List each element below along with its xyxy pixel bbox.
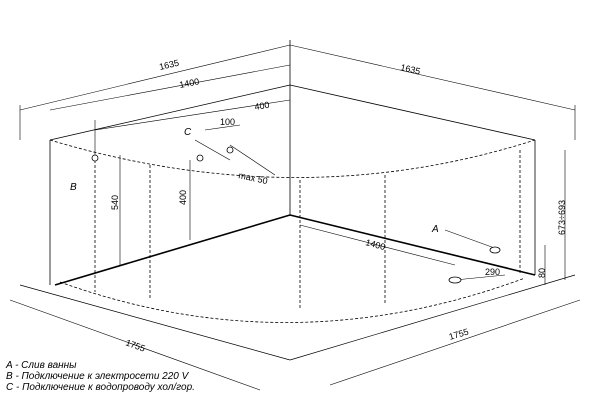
dim-1400-top: 1400 [178, 76, 200, 90]
dim-1755-right: 1755 [448, 326, 470, 341]
marker-b: B [70, 182, 77, 193]
dim-290: 290 [485, 267, 500, 277]
dim-540: 540 [110, 195, 120, 210]
dim-1635-right: 1635 [400, 62, 422, 76]
dim-100-top: 100 [220, 117, 235, 127]
connection-points [91, 146, 501, 284]
legend-c: C - Подключение к водопроводу хол/гор. [6, 382, 195, 393]
marker-c: C [184, 127, 192, 138]
dim-1635-left: 1635 [158, 58, 180, 72]
legend-a: A - Слив ванны [6, 360, 77, 371]
dim-1400-floor: 1400 [364, 237, 386, 252]
floor-walls [19, 214, 576, 361]
dim-400-top: 400 [254, 100, 270, 112]
dim-max-50: max 50 [238, 170, 269, 186]
dimension-lines [9, 44, 581, 391]
dim-80: 80 [537, 268, 547, 278]
dim-400-vertical: 400 [178, 190, 188, 205]
dim-673-693: 673÷693 [557, 200, 567, 235]
marker-a: A [431, 224, 439, 235]
dim-1755-left: 1755 [124, 337, 146, 353]
legend-b: B - Подключение к электросети 220 V [6, 371, 189, 382]
tub-outline [49, 40, 536, 323]
